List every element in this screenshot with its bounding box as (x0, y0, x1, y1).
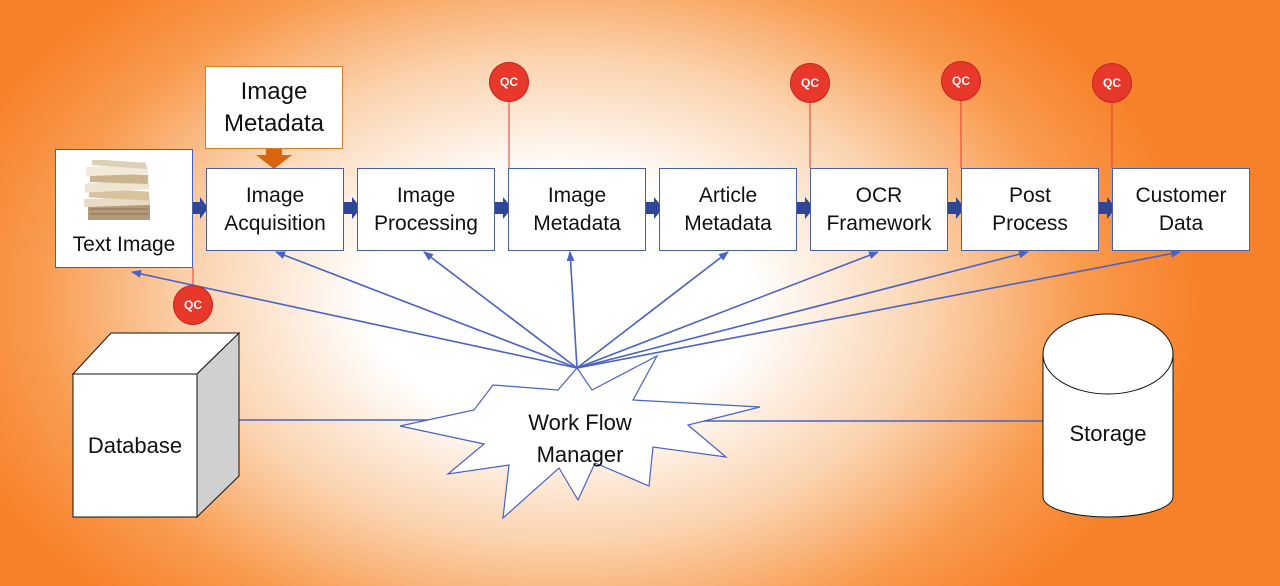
fanout-arrow-acquisition (275, 251, 578, 369)
step-label-line-1: Image (547, 183, 607, 207)
step-label-line-1: Image (245, 183, 305, 207)
metadata-input-line-2: Metadata (223, 109, 325, 137)
step-customer-data: Customer Data (1112, 168, 1250, 251)
fanout-arrow-ocr (576, 251, 879, 369)
step-label-line-1: Article (698, 183, 758, 207)
text-image-label: Text Image (72, 233, 176, 256)
database-label: Database (87, 433, 183, 458)
step-label-line-2: Acquisition (224, 211, 326, 235)
flow-arrow (193, 197, 208, 219)
step-label-line-2: Metadata (533, 211, 621, 235)
fanout-arrow-processing (423, 251, 578, 369)
step-article-metadata: Article Metadata (659, 168, 797, 251)
flow-arrow (646, 197, 663, 219)
qc-badge: QC (489, 62, 529, 102)
workflow-manager-line-2: Manager (536, 442, 624, 467)
metadata-input-box: Image Metadata (205, 66, 343, 149)
step-label-line-1: Image (396, 183, 456, 207)
storage-label: Storage (1069, 421, 1147, 446)
qc-badge: QC (941, 61, 981, 101)
workflow-manager-line-1: Work Flow (528, 410, 632, 435)
storage-cylinder (1042, 313, 1174, 518)
step-image-acquisition: Image Acquisition (206, 168, 344, 251)
flow-arrow (1099, 197, 1116, 219)
step-image-metadata: Image Metadata (508, 168, 646, 251)
step-ocr-framework: OCR Framework (810, 168, 948, 251)
step-label-line-2: Framework (826, 211, 932, 235)
flow-arrow (948, 197, 965, 219)
fanout-arrow-post-process (576, 250, 1029, 369)
flow-arrow (797, 197, 814, 219)
flow-arrows (193, 197, 1116, 219)
flow-arrow (495, 197, 512, 219)
fanout-arrow-image-metadata (566, 251, 578, 369)
metadata-down-arrow (256, 149, 292, 169)
manager-fanout-arrows (131, 249, 1181, 369)
workflow-manager-starburst (399, 354, 761, 520)
database-cube (71, 331, 241, 519)
step-post-process: Post Process (961, 168, 1099, 251)
fanout-arrow-customer-data (576, 249, 1181, 369)
qc-badge: QC (790, 63, 830, 103)
step-label-line-2: Metadata (684, 211, 772, 235)
step-label-line-2: Data (1158, 211, 1204, 235)
fanout-arrow-article-metadata (576, 251, 729, 369)
step-label-line-1: Post (1008, 183, 1052, 207)
fanout-arrow-text-image (131, 269, 578, 369)
flow-arrow (344, 197, 361, 219)
metadata-input-line-1: Image (240, 77, 308, 105)
step-label-line-1: OCR (855, 183, 903, 207)
text-image-box: Text Image (55, 149, 193, 268)
step-label-line-2: Processing (374, 211, 478, 235)
step-label-line-1: Customer (1135, 183, 1227, 207)
step-image-processing: Image Processing (357, 168, 495, 251)
step-label-line-2: Process (992, 211, 1068, 235)
workflow-manager-label: Work Flow Manager (490, 407, 670, 471)
qc-badge: QC (1092, 63, 1132, 103)
qc-badge: QC (173, 285, 213, 325)
paper-stack-icon (83, 160, 151, 220)
